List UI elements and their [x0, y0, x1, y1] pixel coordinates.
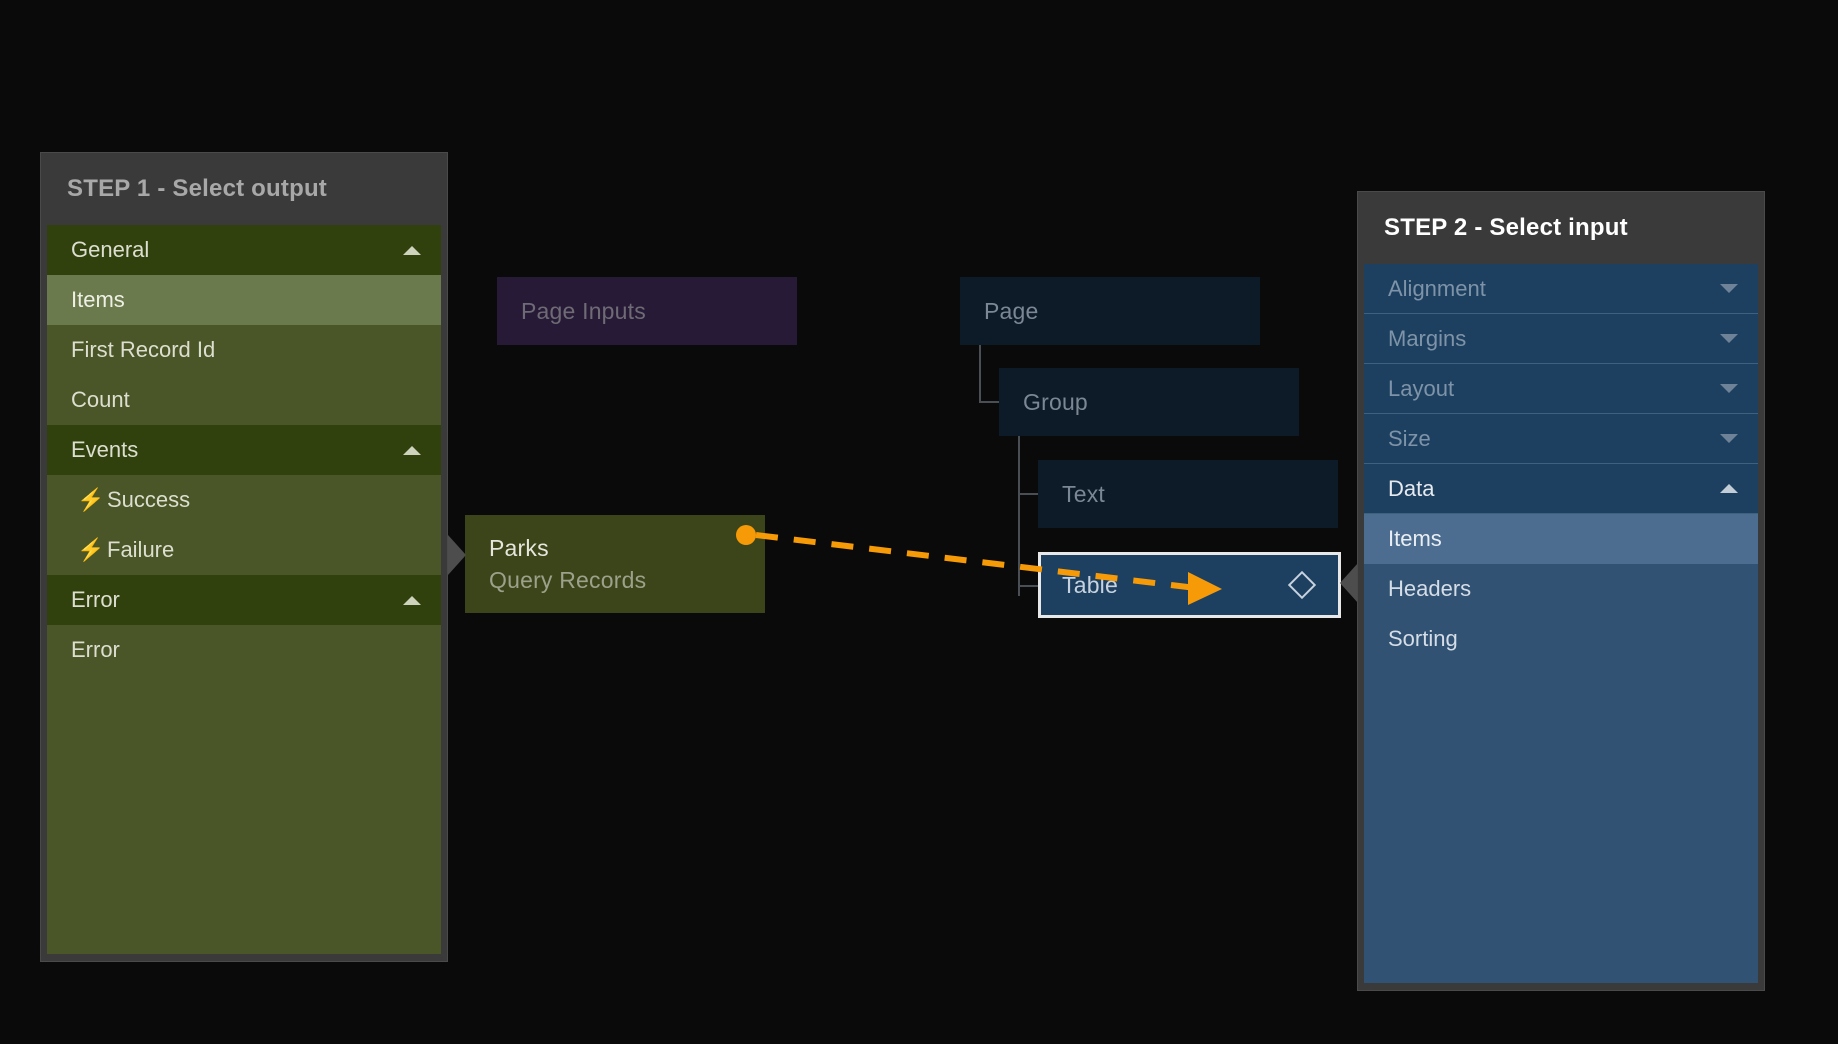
step1-item-items-label: Items	[71, 287, 125, 312]
node-parks-subtitle: Query Records	[489, 567, 647, 593]
chevron-up-icon[interactable]	[403, 445, 421, 455]
node-page-inputs-label: Page Inputs	[521, 297, 646, 324]
chevron-down-icon[interactable]	[1720, 334, 1738, 343]
step2-item-headers[interactable]: Headers	[1364, 564, 1758, 614]
chevron-up-icon[interactable]	[403, 595, 421, 605]
step1-item-first-record-id[interactable]: First Record Id	[47, 325, 441, 375]
chevron-up-icon[interactable]	[1720, 484, 1738, 493]
node-group[interactable]: Group	[999, 368, 1299, 436]
tree-connector-line	[1018, 585, 1038, 587]
step2-item-items-label: Items	[1388, 526, 1442, 551]
step2-panel: STEP 2 - Select input Alignment Margins …	[1357, 191, 1765, 991]
step2-section-data[interactable]: Data	[1364, 464, 1758, 514]
tree-connector-line	[979, 401, 999, 403]
step1-item-error-label: Error	[71, 637, 120, 662]
step1-item-first-record-id-label: First Record Id	[71, 337, 216, 362]
step2-item-headers-label: Headers	[1388, 576, 1472, 601]
chevron-down-icon[interactable]	[1720, 384, 1738, 393]
output-connector-dot[interactable]	[736, 525, 756, 545]
tree-connector-line	[1018, 493, 1038, 495]
step1-header: STEP 1 - Select output	[67, 175, 327, 202]
chevron-down-icon[interactable]	[1720, 284, 1738, 293]
node-text[interactable]: Text	[1038, 460, 1338, 528]
step2-section-size[interactable]: Size	[1364, 414, 1758, 464]
step2-section-layout-label: Layout	[1388, 375, 1455, 401]
node-page-inputs[interactable]: Page Inputs	[497, 277, 797, 345]
step1-item-count-label: Count	[71, 387, 130, 412]
step1-item-error[interactable]: Error	[47, 625, 441, 675]
step1-panel: STEP 1 - Select output General Items Fir…	[40, 152, 448, 962]
tree-connector-line	[979, 345, 981, 403]
step1-section-events-label: Events	[71, 437, 139, 462]
panel-input-arrow-icon	[1340, 563, 1358, 603]
lightning-bolt-icon: ⚡	[77, 537, 105, 562]
step2-item-items[interactable]: Items	[1364, 514, 1758, 564]
step1-item-success-label: Success	[107, 487, 191, 512]
node-page[interactable]: Page	[960, 277, 1260, 345]
step2-section-alignment-label: Alignment	[1388, 275, 1486, 301]
diamond-icon	[1287, 570, 1317, 600]
lightning-bolt-icon: ⚡	[77, 487, 105, 512]
step2-section-layout[interactable]: Layout	[1364, 364, 1758, 414]
step2-section-data-label: Data	[1388, 475, 1435, 501]
node-parks[interactable]: Parks Query Records	[465, 515, 765, 613]
step2-section-alignment[interactable]: Alignment	[1364, 264, 1758, 314]
tree-connector-line	[1018, 436, 1020, 596]
step1-item-count[interactable]: Count	[47, 375, 441, 425]
step1-item-items[interactable]: Items	[47, 275, 441, 325]
step1-section-events[interactable]: Events	[47, 425, 441, 475]
node-table-label: Table	[1062, 571, 1118, 598]
node-parks-title: Parks	[489, 535, 549, 561]
chevron-up-icon[interactable]	[403, 245, 421, 255]
step2-item-sorting[interactable]: Sorting	[1364, 614, 1758, 664]
step1-section-general-label: General	[71, 237, 150, 262]
step2-section-margins-label: Margins	[1388, 325, 1467, 351]
node-table[interactable]: Table	[1038, 552, 1341, 618]
step2-header: STEP 2 - Select input	[1384, 214, 1628, 241]
step2-item-sorting-label: Sorting	[1388, 626, 1458, 651]
step1-section-general[interactable]: General	[47, 225, 441, 275]
chevron-down-icon[interactable]	[1720, 434, 1738, 443]
panel-output-arrow-icon	[448, 535, 466, 575]
step1-body: General Items First Record Id Count Even…	[47, 225, 441, 954]
node-page-label: Page	[984, 297, 1039, 324]
step2-section-margins[interactable]: Margins	[1364, 314, 1758, 364]
node-text-label: Text	[1062, 480, 1105, 507]
node-group-label: Group	[1023, 388, 1088, 415]
step1-item-success[interactable]: ⚡ Success	[47, 475, 441, 525]
step2-body: Alignment Margins Layout Size Data	[1364, 264, 1758, 983]
step1-item-failure-label: Failure	[107, 537, 175, 562]
step1-section-error-label: Error	[71, 587, 120, 612]
step1-section-error[interactable]: Error	[47, 575, 441, 625]
step1-item-failure[interactable]: ⚡ Failure	[47, 525, 441, 575]
step2-section-size-label: Size	[1388, 425, 1431, 451]
